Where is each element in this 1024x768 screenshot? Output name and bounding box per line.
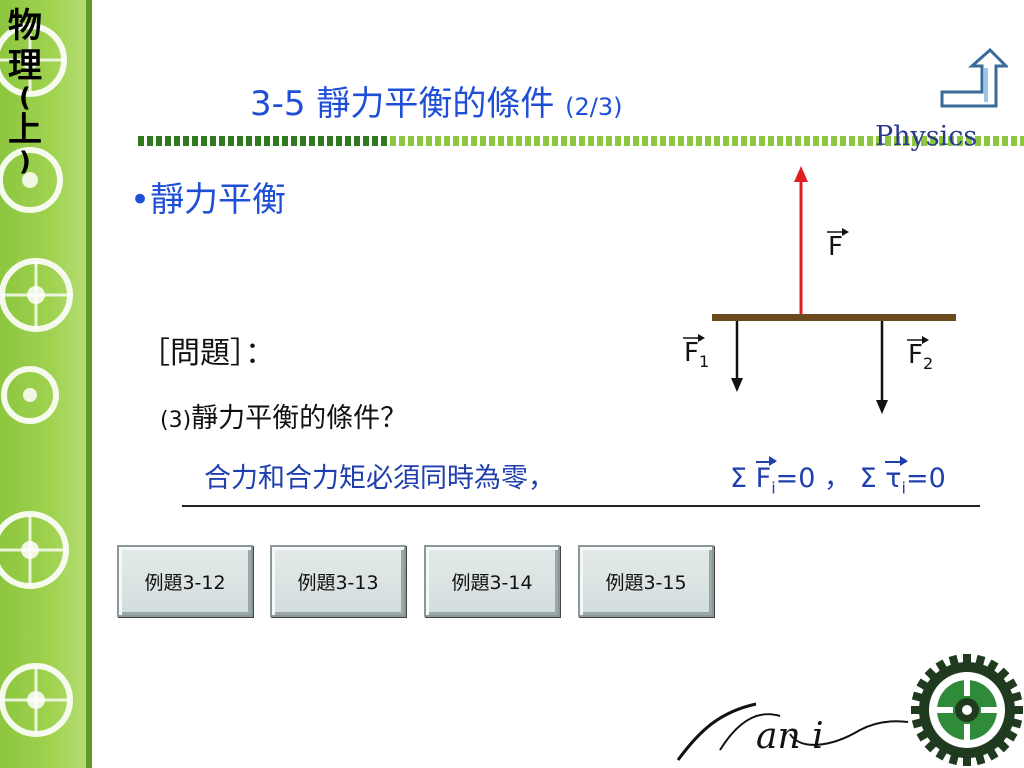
example-3-12-button[interactable]: 例題3-12 <box>117 545 253 617</box>
gear-tooth <box>1003 678 1018 692</box>
vertical-title-char: 上 <box>8 110 42 150</box>
example-3-13-button[interactable]: 例題3-13 <box>270 545 406 617</box>
question-number: (3) <box>160 408 192 433</box>
gear-tooth <box>935 659 949 674</box>
gear-tooth <box>1008 717 1023 729</box>
side-decoration-strip: 物 理 ( 上 ) <box>0 0 92 768</box>
return-arrow-icon[interactable] <box>938 48 1008 110</box>
gear-tooth <box>948 751 960 766</box>
force-f-label: F <box>827 228 849 262</box>
bullet-mark: • <box>130 180 151 220</box>
question-text: 靜力平衡的條件？ <box>191 403 408 434</box>
gear-tooth <box>911 706 923 714</box>
vertical-title-char: 理 <box>8 46 42 86</box>
signature-logo: an i <box>676 702 909 761</box>
example-3-14-button[interactable]: 例題3-14 <box>424 545 560 617</box>
gear-tooth <box>963 754 971 766</box>
force-f1-arrowhead <box>731 378 743 392</box>
header-divider <box>138 136 1024 146</box>
page-title: 3-5 靜力平衡的條件 (2/3) <box>250 76 623 125</box>
gear-tooth <box>963 654 971 666</box>
gear-tooth <box>974 654 986 669</box>
gear-tooth <box>1003 728 1018 742</box>
vertical-title-char: ) <box>19 147 31 177</box>
page-title-sub: (2/3) <box>565 93 623 121</box>
page-title-main: 3-5 靜力平衡的條件 <box>250 84 566 124</box>
gear-tooth <box>1008 691 1023 703</box>
force-diagram: F F1 F2 <box>660 160 970 434</box>
gear-tooth <box>935 746 949 761</box>
svg-text:an i: an i <box>756 716 824 757</box>
gear-tooth <box>985 746 999 761</box>
brand-label: Physics <box>875 121 978 152</box>
equals-zero: =0 <box>906 463 946 494</box>
upward-force-arrowhead <box>794 166 808 182</box>
example-3-15-button[interactable]: 例題3-15 <box>578 545 714 617</box>
section-heading: •靜力平衡 <box>130 172 286 221</box>
force-f2-arrowhead <box>876 400 888 414</box>
gear-pattern-icon <box>0 0 92 768</box>
force-diagram-svg <box>712 166 956 414</box>
vertical-title-char: ( <box>19 83 31 113</box>
gear-tooth <box>916 728 931 742</box>
answer-text: 合力和合力矩必須同時為零， <box>204 463 555 494</box>
gear-tooth <box>916 678 931 692</box>
equals-zero: =0 ， <box>775 463 852 494</box>
force-f2-label: F2 <box>907 336 933 373</box>
gear-tooth <box>911 717 926 729</box>
vertical-course-title: 物 理 ( 上 ) <box>2 6 48 177</box>
gear-tooth <box>974 751 986 766</box>
equilibrium-formula: Σ Fi=0 ， Σ τi=0 <box>730 456 946 497</box>
gear-tooth <box>948 654 960 669</box>
gear-tooth <box>985 659 999 674</box>
sigma-symbol: Σ <box>859 463 877 494</box>
answer-underline <box>182 505 980 507</box>
subscript-i: i <box>901 478 906 498</box>
question-label: ［問題］： <box>140 336 275 371</box>
gear-tooth <box>995 667 1010 682</box>
gear-tooth <box>924 738 939 753</box>
gear-tooth <box>911 691 926 703</box>
gear-tooth <box>924 667 939 682</box>
gear-icon <box>911 654 1023 766</box>
section-heading-text: 靜力平衡 <box>150 180 287 220</box>
vertical-title-char: 物 <box>8 6 42 46</box>
beam <box>712 314 956 321</box>
sigma-symbol: Σ <box>730 463 748 494</box>
question-line: (3)靜力平衡的條件？ <box>160 396 407 435</box>
subscript-i: i <box>771 478 776 498</box>
gear-tooth <box>1011 706 1023 714</box>
gear-tooth <box>995 738 1010 753</box>
force-vector-symbol: F <box>755 456 777 494</box>
force-f1-label: F1 <box>683 334 709 371</box>
torque-vector-symbol: τ <box>885 456 908 494</box>
